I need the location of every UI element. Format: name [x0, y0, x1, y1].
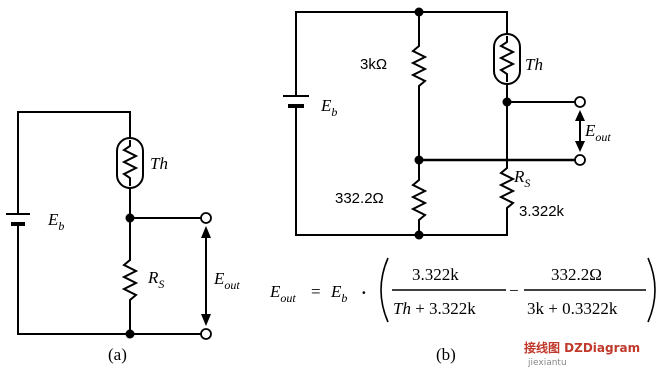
eout-a-arrow-up	[201, 226, 211, 238]
circuit-b: Eb 3kΩ 332.2Ω Th RS 3.322k Eout (b)	[283, 7, 611, 364]
eout-a-label: Eout	[213, 269, 240, 292]
wire-b-top	[295, 11, 508, 96]
watermark-text: 接线图 DZDiagram	[524, 340, 640, 355]
resistor-b-332	[410, 160, 428, 235]
resistor-a-rs	[121, 218, 139, 334]
terminal-a-bottom	[200, 328, 212, 340]
equation-paren-right	[647, 257, 656, 323]
resistor-b-332-label: 332.2Ω	[335, 190, 384, 207]
equation: Eout = Eb · 3.322k Th + 3.322k − 332.2Ω …	[269, 257, 656, 323]
watermark: 接线图 DZDiagram jiexiantu	[524, 340, 640, 368]
equation-minus: −	[509, 281, 519, 300]
wire-a-top	[17, 111, 131, 214]
equation-dot: ·	[361, 283, 367, 302]
terminal-b-bottom	[574, 154, 586, 166]
resistor-b-3k-label: 3kΩ	[360, 56, 387, 73]
equation-frac2-numerator: 332.2Ω	[551, 265, 602, 284]
battery-a-label: Eb	[47, 210, 64, 233]
thermistor-b-label: Th	[525, 55, 543, 74]
wire-a-bottom-left	[17, 232, 130, 335]
wire-b-bottom	[295, 116, 508, 236]
equation-frac1-denominator: Th + 3.322k	[393, 299, 476, 318]
equation-frac2-denominator: 3k + 0.3322k	[527, 299, 618, 318]
resistor-b-3k	[410, 12, 428, 160]
watermark-url: jiexiantu	[527, 358, 567, 368]
eout-b-arrow-up	[575, 110, 585, 121]
equation-paren-left	[380, 257, 389, 323]
battery-b-label: Eb	[320, 96, 337, 119]
rs-a-label: RS	[147, 268, 164, 291]
rs-b-label: RS	[513, 167, 530, 190]
thermistor-a-zigzag	[121, 140, 139, 186]
terminal-a-top	[200, 212, 212, 224]
circuit-a: Eb Th RS Eout (a)	[6, 111, 240, 364]
equation-lhs: Eout	[269, 282, 296, 305]
rs-b-value: 3.322k	[519, 203, 565, 220]
equation-frac1-numerator: 3.322k	[412, 265, 459, 284]
caption-b: (b)	[436, 345, 456, 364]
eout-a-arrow-down	[201, 314, 211, 326]
thermistor-b-zigzag	[498, 36, 516, 82]
resistor-b-rs	[498, 102, 516, 212]
thermistor-a-label: Th	[150, 154, 168, 173]
caption-a: (a)	[108, 345, 127, 364]
eout-b-label: Eout	[584, 121, 611, 144]
equation-equals: =	[311, 282, 321, 301]
terminal-b-top	[574, 96, 586, 108]
eout-b-arrow-down	[575, 141, 585, 152]
node-b-bottom	[414, 230, 424, 240]
equation-eb: Eb	[330, 282, 347, 305]
